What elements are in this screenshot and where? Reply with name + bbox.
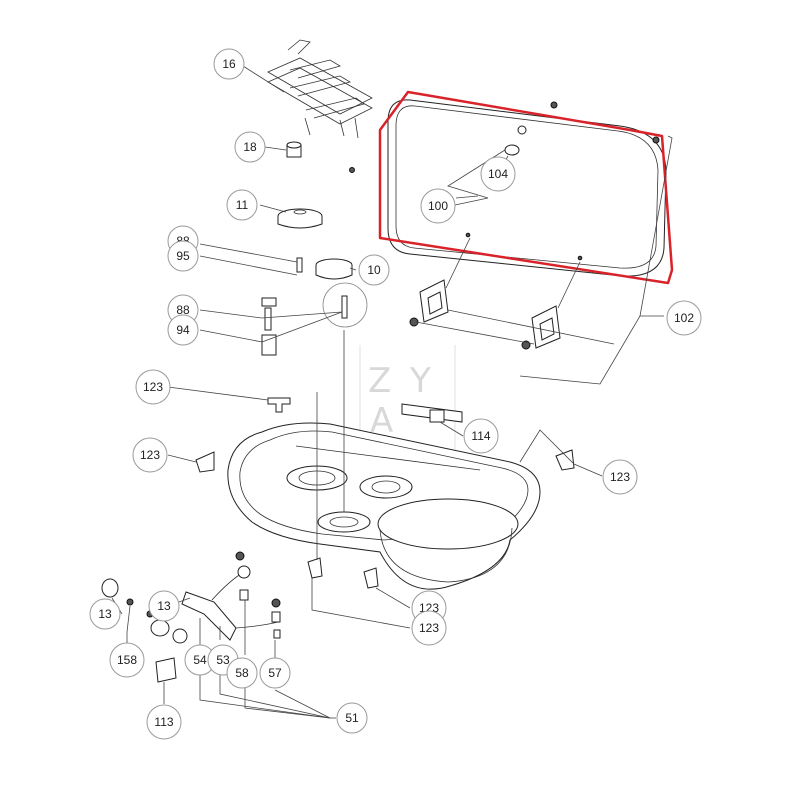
callout-123: 123 [411,610,447,646]
callout-circle [226,189,258,221]
callout-circle [463,418,499,454]
burner-cap-18 [286,141,302,158]
callout-circle [259,657,291,689]
callout-circle [234,131,266,163]
callout-label: 123 [419,621,439,635]
callout-circle [336,702,368,734]
callout-94: 94 [167,314,199,346]
pan-support-grate [267,39,373,173]
callout-10: 10 [358,254,390,286]
callout-label: 16 [222,57,236,71]
hob-tray [227,422,541,590]
callout-113: 113 [146,704,182,740]
callout-circle [480,156,516,192]
callout-95: 95 [167,240,199,272]
gas-valve-assembly [181,551,281,641]
callout-circle [89,598,121,630]
glass-lid [387,99,667,277]
callout-circle [666,300,702,336]
callout-16: 16 [213,48,245,80]
callout-circle [146,704,182,740]
callout-label: 123 [140,448,160,462]
callout-11: 11 [226,189,258,221]
callout-label: 123 [143,380,163,394]
bracket-114 [401,403,463,423]
highlight-outline [378,90,674,285]
callout-123: 123 [132,437,168,473]
watermark-letter: A [370,401,407,441]
callout-label: 95 [176,249,190,263]
callout-label: 13 [157,599,171,613]
callout-label: 10 [367,263,381,277]
watermark-letter: Y [409,361,445,401]
callout-label: 104 [488,167,508,181]
callout-100: 100 [420,188,456,224]
callout-label: 158 [117,653,137,667]
callout-label: 88 [176,303,190,317]
injector-parts [261,257,368,356]
control-knobs [101,578,188,683]
callouts: 1618118895108894104100102123123114123123… [89,48,702,740]
callout-104: 104 [480,156,516,192]
lid-hinges [409,279,561,350]
callout-circle [167,314,199,346]
callout-label: 94 [176,323,190,337]
callout-label: 113 [154,715,173,729]
callout-label: 51 [345,711,359,725]
callout-123: 123 [602,459,638,495]
fixing-clips [195,397,575,589]
callout-circle [602,459,638,495]
burner-crown-10 [315,258,353,280]
watermark: Z Y A [359,345,456,470]
callout-circle [167,240,199,272]
callout-13: 13 [148,590,180,622]
callout-label: 102 [674,311,694,325]
callout-label: 114 [471,429,490,443]
callout-18: 18 [234,131,266,163]
callout-circle [132,437,168,473]
callout-circle [148,590,180,622]
callout-51: 51 [336,702,368,734]
callout-circle [411,610,447,646]
callout-label: 54 [193,653,207,667]
callout-label: 53 [216,653,230,667]
callout-circle [109,642,145,678]
callout-57: 57 [259,657,291,689]
callout-158: 158 [109,642,145,678]
callout-54: 54 [184,644,216,676]
callout-circle [420,188,456,224]
leader-lines [111,65,673,719]
callout-label: 100 [428,199,448,213]
callout-label: 123 [610,470,630,484]
callout-label: 13 [98,607,112,621]
callout-circle [358,254,390,286]
callout-label: 57 [268,666,282,680]
callout-circle [213,48,245,80]
callout-123: 123 [135,369,171,405]
callout-label: 18 [243,140,257,154]
callout-circle [226,657,258,689]
callout-58: 58 [226,657,258,689]
watermark-letter: Z [368,361,405,401]
callout-circle [135,369,171,405]
callout-label: 58 [235,666,249,680]
callout-114: 114 [463,418,499,454]
callout-102: 102 [666,300,702,336]
burner-crown-11 [277,208,323,229]
callout-13: 13 [89,598,121,630]
callout-label: 11 [236,198,249,212]
